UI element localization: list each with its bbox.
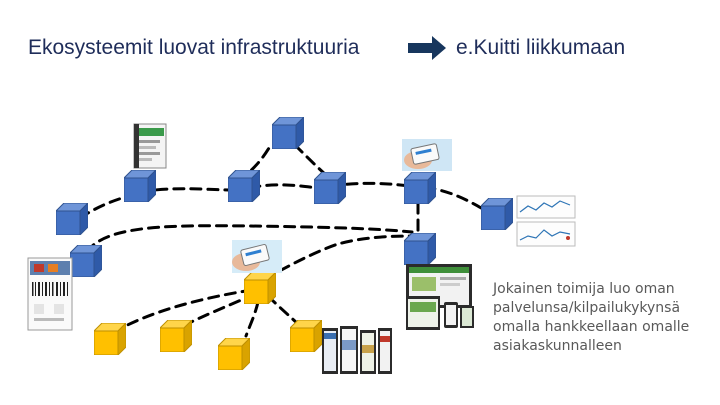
blue-node bbox=[314, 172, 346, 204]
blue-node bbox=[56, 203, 88, 235]
phone-app-screenshot bbox=[133, 123, 167, 169]
dashboard-chart-screenshot bbox=[516, 195, 576, 247]
blue-node bbox=[70, 245, 102, 277]
receipt-barcode-screenshot bbox=[27, 257, 73, 331]
mobile-screens-collage bbox=[322, 326, 392, 374]
caption-text: Jokainen toimija luo oman palvelunsa/kil… bbox=[493, 280, 708, 356]
connector bbox=[293, 143, 328, 177]
connector bbox=[85, 224, 414, 254]
caption-line: asiakaskunnalleen bbox=[493, 338, 622, 354]
yellow-node bbox=[160, 320, 192, 352]
blue-node bbox=[481, 198, 513, 230]
blue-node bbox=[124, 170, 156, 202]
connector bbox=[263, 234, 412, 281]
title-arrow bbox=[408, 36, 446, 60]
blue-node bbox=[404, 172, 436, 204]
hand-holding-phone-photo bbox=[232, 240, 282, 273]
connector bbox=[248, 183, 320, 190]
yellow-node bbox=[290, 320, 322, 352]
caption-line: Jokainen toimija luo oman bbox=[493, 281, 675, 297]
devices-mockup-photo bbox=[406, 264, 474, 330]
caption-line: palvelunsa/kilpailukykynsä bbox=[493, 300, 681, 316]
yellow-node bbox=[218, 338, 250, 370]
title-ekuitti: e.Kuitti liikkumaan bbox=[456, 36, 626, 59]
yellow-node bbox=[244, 272, 276, 304]
caption-line: omalla hankkeellaan omalle bbox=[493, 319, 690, 335]
yellow-node bbox=[94, 323, 126, 355]
connector bbox=[244, 300, 260, 338]
blue-node bbox=[272, 117, 304, 149]
blue-node bbox=[404, 233, 436, 265]
connector bbox=[266, 294, 302, 328]
connector bbox=[116, 288, 254, 332]
blue-node bbox=[228, 170, 260, 202]
title-ecosystems: Ekosysteemit luovat infrastruktuuria bbox=[28, 36, 360, 59]
hand-holding-phone-photo bbox=[402, 139, 452, 171]
